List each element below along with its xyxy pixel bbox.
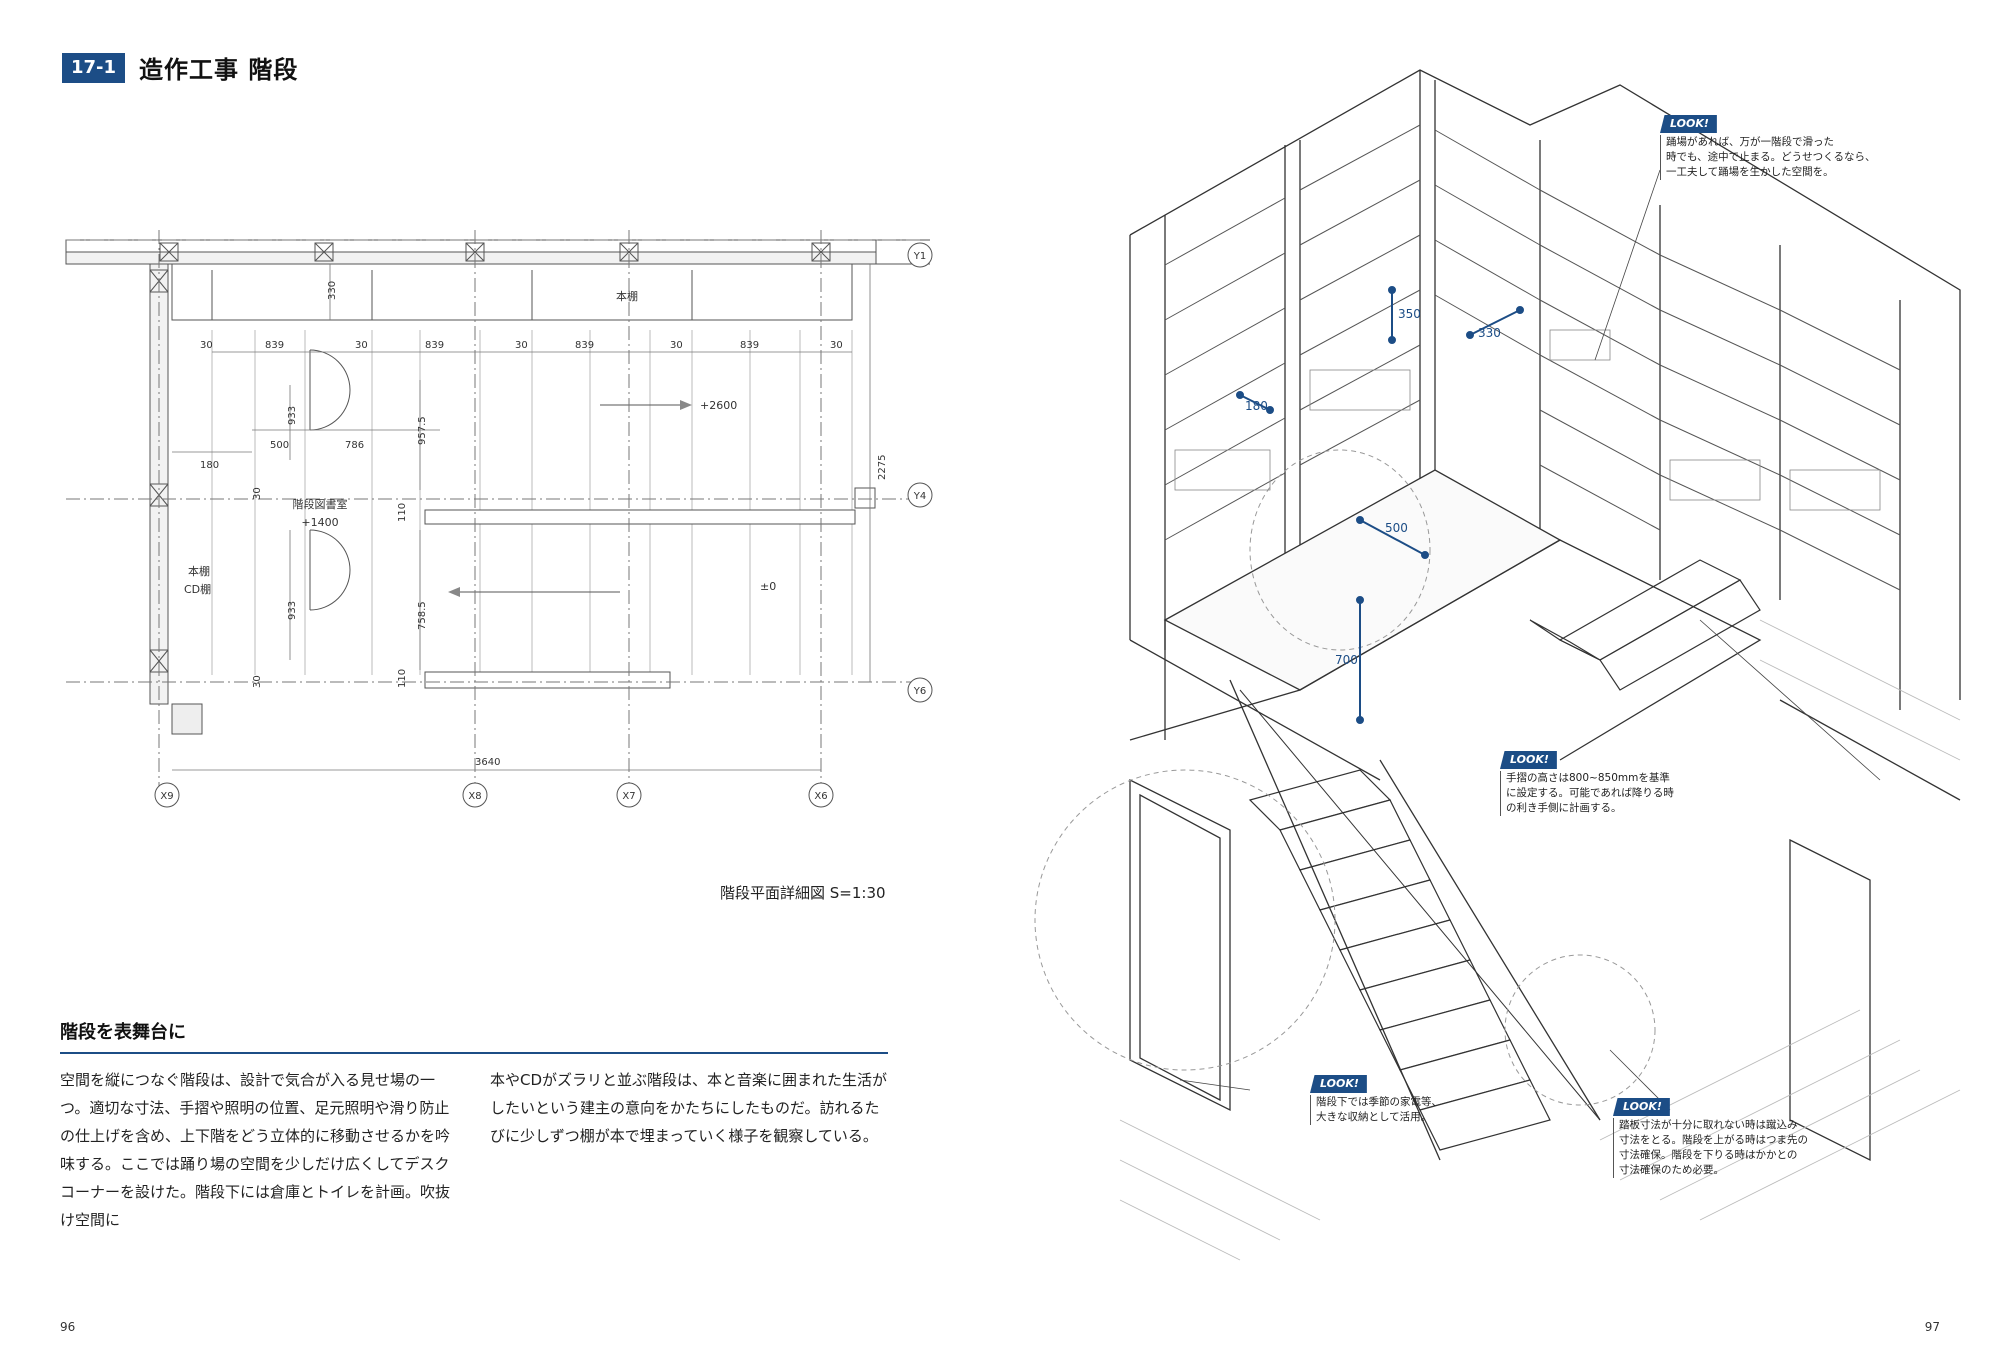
dim-933b: 933 bbox=[287, 601, 298, 620]
label-room-level: +1400 bbox=[301, 516, 338, 529]
look-note: 手摺の高さは800~850mmを基準 に設定する。可能であれば降りる時 の利き手… bbox=[1500, 771, 1730, 816]
dim-top-8: 30 bbox=[830, 340, 843, 351]
dim-top-0: 30 bbox=[200, 340, 213, 351]
dim-top-5: 839 bbox=[575, 340, 594, 351]
dim-330: 330 bbox=[327, 281, 338, 300]
label-zero-level: ±0 bbox=[760, 580, 776, 593]
body-text-column-1: 空間を縦につなぐ階段は、設計で気合が入る見せ場の一つ。適切な寸法、手摺や照明の位… bbox=[60, 1071, 451, 1229]
label-bookshelf-top: 本棚 bbox=[616, 289, 638, 303]
grid-label-x8: X8 bbox=[468, 791, 481, 802]
look-note: 踏板寸法が十分に取れない時は蹴込み 寸法をとる。階段を上がる時はつま先の 寸法確… bbox=[1613, 1118, 1858, 1178]
dim-top-7: 839 bbox=[740, 340, 759, 351]
label-cd-shelf: CD棚 bbox=[184, 582, 211, 596]
dim-957: 957.5 bbox=[417, 416, 428, 445]
look-tag: LOOK! bbox=[1310, 1075, 1367, 1093]
grid-label-x7: X7 bbox=[622, 791, 635, 802]
dim-180: 180 bbox=[200, 460, 219, 471]
dim-758: 758.5 bbox=[417, 601, 428, 630]
dim-top-6: 30 bbox=[670, 340, 683, 351]
stair-isometric-drawing: 350 330 180 500 700 bbox=[1034, 69, 1961, 1261]
dim-top-3: 839 bbox=[425, 340, 444, 351]
dim-933a: 933 bbox=[287, 406, 298, 425]
look-callout-tread: LOOK! 踏板寸法が十分に取れない時は蹴込み 寸法をとる。階段を上がる時はつま… bbox=[1613, 1095, 1858, 1178]
iso-dim-330: 330 bbox=[1478, 326, 1501, 340]
label-bookshelf-left: 本棚 bbox=[188, 564, 210, 578]
dim-110b: 110 bbox=[397, 669, 408, 688]
look-note: 踊場があれば、万が一階段で滑った 時でも、途中で止まる。どうせつくるなら、 一工… bbox=[1660, 135, 1920, 180]
iso-dim-500: 500 bbox=[1385, 521, 1408, 535]
look-note: 階段下では季節の家電等、 大きな収納として活用。 bbox=[1310, 1095, 1510, 1125]
dim-30a: 30 bbox=[252, 487, 263, 500]
dim-500: 500 bbox=[270, 440, 289, 451]
body-text-column-2: 本やCDがズラリと並ぶ階段は、本と音楽に囲まれた生活がしたいという建主の意向をか… bbox=[490, 1071, 888, 1145]
dim-30b: 30 bbox=[252, 675, 263, 688]
stair-floor-plan: Y1 Y4 Y6 X9 X8 X7 X6 30 839 30 839 30 bbox=[65, 230, 933, 808]
page-number-left: 96 bbox=[60, 1320, 76, 1334]
look-callout-storage: LOOK! 階段下では季節の家電等、 大きな収納として活用。 bbox=[1310, 1072, 1510, 1125]
look-tag: LOOK! bbox=[1500, 751, 1557, 769]
chapter-title: 造作工事 階段 bbox=[139, 56, 299, 84]
plan-caption: 階段平面詳細図 S=1:30 bbox=[720, 884, 886, 902]
look-callout-landing: LOOK! 踊場があれば、万が一階段で滑った 時でも、途中で止まる。どうせつくる… bbox=[1660, 112, 1920, 180]
dim-top-1: 839 bbox=[265, 340, 284, 351]
chapter-number-badge: 17-1 bbox=[62, 52, 126, 83]
dim-2275: 2275 bbox=[877, 455, 888, 480]
label-room: 階段図書室 bbox=[293, 497, 348, 511]
iso-dim-700: 700 bbox=[1335, 653, 1358, 667]
section-heading: 階段を表舞台に bbox=[60, 1018, 888, 1054]
look-tag: LOOK! bbox=[1613, 1098, 1670, 1116]
dim-3640: 3640 bbox=[475, 757, 500, 768]
page-number-right: 97 bbox=[1924, 1320, 1940, 1334]
grid-label-y4: Y4 bbox=[913, 491, 926, 502]
dim-786: 786 bbox=[345, 440, 364, 451]
chapter-header: 17-1 造作工事 階段 bbox=[62, 50, 298, 85]
iso-dim-180: 180 bbox=[1245, 399, 1268, 413]
look-tag: LOOK! bbox=[1660, 115, 1717, 133]
right-page: 350 330 180 500 700 LOOK! 踊場があれば、万が一階段で滑… bbox=[1000, 0, 2000, 1353]
dim-110a: 110 bbox=[397, 503, 408, 522]
grid-label-y6: Y6 bbox=[913, 686, 926, 697]
look-callout-handrail: LOOK! 手摺の高さは800~850mmを基準 に設定する。可能であれば降りる… bbox=[1500, 748, 1730, 816]
iso-dim-350: 350 bbox=[1398, 307, 1421, 321]
dim-top-2: 30 bbox=[355, 340, 368, 351]
grid-label-x6: X6 bbox=[814, 791, 827, 802]
label-up-level: +2600 bbox=[700, 399, 737, 412]
dim-top-4: 30 bbox=[515, 340, 528, 351]
grid-label-x9: X9 bbox=[160, 791, 173, 802]
left-page: 17-1 造作工事 階段 bbox=[60, 50, 933, 1334]
grid-label-y1: Y1 bbox=[913, 251, 926, 262]
